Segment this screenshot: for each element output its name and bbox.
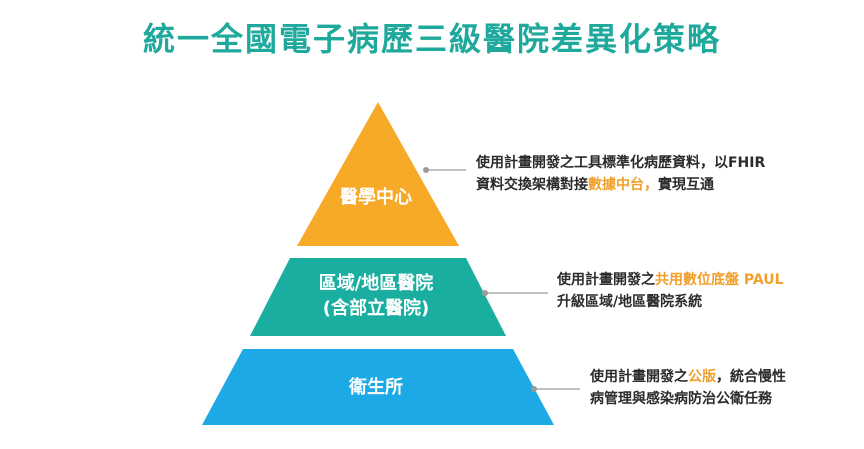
tier-middle-desc-highlight: 共用數位底盤 PAUL: [655, 272, 784, 288]
tier-top-shape: [297, 102, 459, 246]
tier-top-desc-line2-pre: 資料交換架構對接: [476, 177, 588, 193]
tier-top-desc-line2-post: 實現互通: [658, 177, 714, 193]
tier-bottom-desc-highlight: 公版: [688, 369, 716, 385]
tier-top-description: 使用計畫開發之工具標準化病歷資料，以FHIR 資料交換架構對接數據中台，實現互通: [476, 152, 765, 196]
tier-top-desc-line1: 使用計畫開發之工具標準化病歷資料，以FHIR: [476, 155, 766, 171]
tier-middle-shape: [250, 258, 506, 336]
tier-middle-desc-line2: 升級區域/地區醫院系統: [557, 294, 703, 310]
tier-middle-description: 使用計畫開發之共用數位底盤 PAUL 升級區域/地區醫院系統: [557, 269, 784, 313]
tier-bottom-desc-line1-pre: 使用計畫開發之: [590, 369, 688, 385]
tier-middle-label-line1: 區域/地區醫院: [319, 272, 434, 294]
tier-bottom-desc-line2: 病管理與感染病防治公衛任務: [590, 391, 772, 407]
tier-middle-label-line2: (含部立醫院): [323, 297, 429, 319]
tier-top-desc-line2: 資料交換架構對接數據中台，實現互通: [476, 174, 765, 196]
connector-top-dot: [423, 167, 429, 173]
connector-bottom-dot: [531, 386, 537, 392]
tier-bottom-desc-line1-post: ，統合慢性: [716, 369, 786, 385]
tier-middle-desc-line1-pre: 使用計畫開發之: [557, 272, 655, 288]
tier-bottom-desc-line1: 使用計畫開發之公版，統合慢性: [590, 366, 786, 388]
tier-bottom-description: 使用計畫開發之公版，統合慢性 病管理與感染病防治公衛任務: [590, 366, 786, 410]
tier-bottom-label: 衛生所: [348, 376, 403, 398]
tier-top-label: 醫學中心: [340, 186, 412, 208]
connector-middle-dot: [482, 290, 488, 296]
tier-bottom-shape: [202, 349, 554, 425]
tier-top-desc-highlight: 數據中台，: [588, 177, 658, 193]
tier-middle-desc-line1: 使用計畫開發之共用數位底盤 PAUL: [557, 269, 784, 291]
page-title: 統一全國電子病歷三級醫院差異化策略: [142, 20, 721, 58]
